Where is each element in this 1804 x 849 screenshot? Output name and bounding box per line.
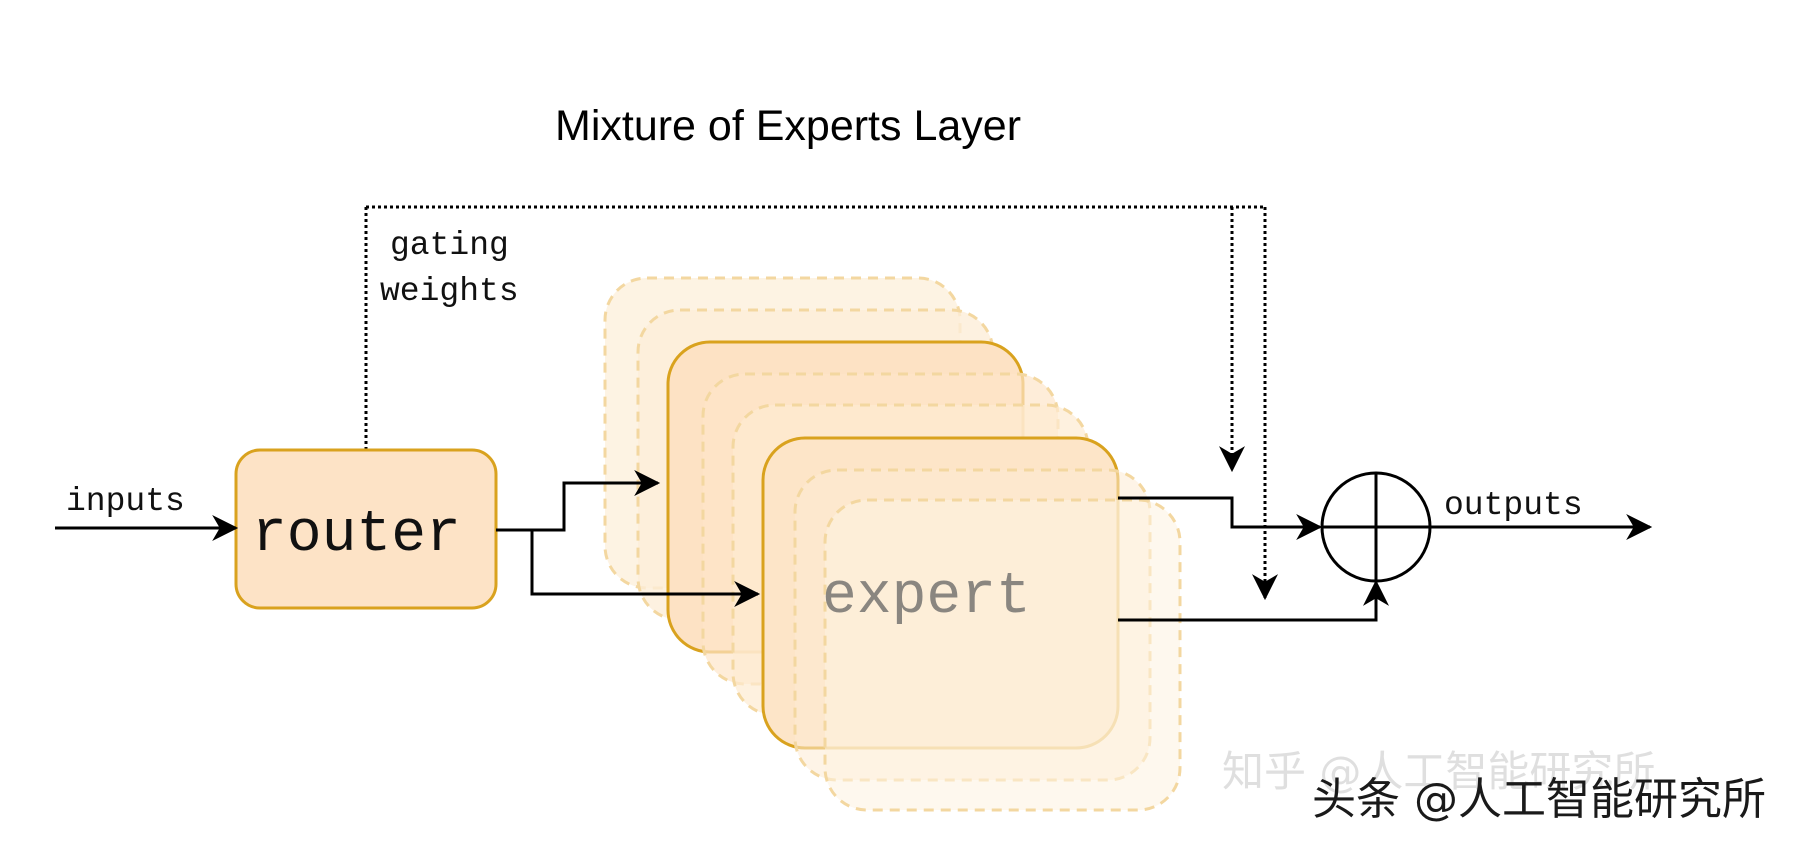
watermark-ghost: 知乎 @人工智能研究所 [1222,747,1655,796]
gating-path [364,205,1278,601]
diagram-title: Mixture of Experts Layer [555,102,1021,150]
gating-label-line1: gating [390,227,509,264]
router-to-experts-arrows [496,470,761,607]
expert-ghost-stack-front [793,468,1182,812]
gating-label-line2: weights [380,273,519,310]
expert-output-paths [1118,496,1389,622]
router-label: router [252,503,461,568]
expert-label: expert [822,565,1031,630]
watermark-main: 头条 @人工智能研究所 [1312,774,1766,825]
outputs-label: outputs [1444,487,1583,524]
combine-circle-plus-icon [1320,471,1432,583]
inputs-label: inputs [66,483,185,520]
